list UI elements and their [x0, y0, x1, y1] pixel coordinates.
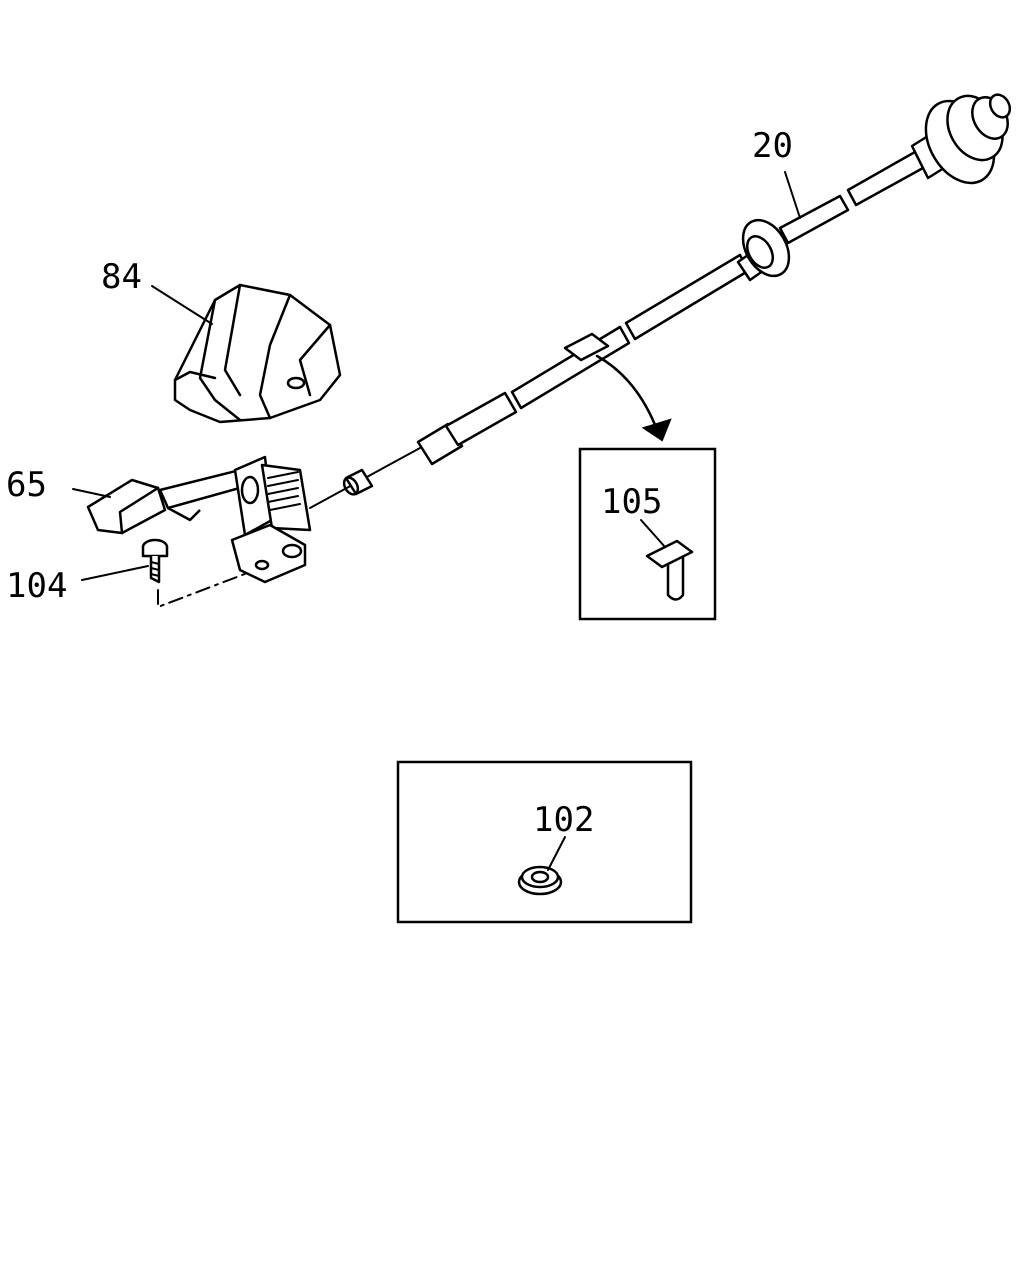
cable-end-collar — [342, 468, 374, 496]
label-grommet: 102 — [533, 800, 594, 840]
label-bolt: 104 — [6, 566, 67, 606]
label-cable: 20 — [752, 126, 793, 166]
cable-boot — [736, 218, 791, 282]
bolt — [141, 538, 251, 608]
lever-bracket — [86, 455, 312, 584]
label-clip: 105 — [601, 482, 662, 522]
leader-lines — [72, 171, 801, 871]
cable-knob — [910, 93, 1012, 185]
cable-assembly — [309, 93, 1012, 509]
lever-cover — [173, 283, 342, 424]
label-lever-cover: 84 — [101, 257, 142, 297]
clip-detail-box — [578, 447, 717, 621]
cable-ferrule — [416, 391, 518, 466]
label-lever-bracket: 65 — [6, 465, 47, 505]
grommet-detail-box — [396, 760, 693, 924]
